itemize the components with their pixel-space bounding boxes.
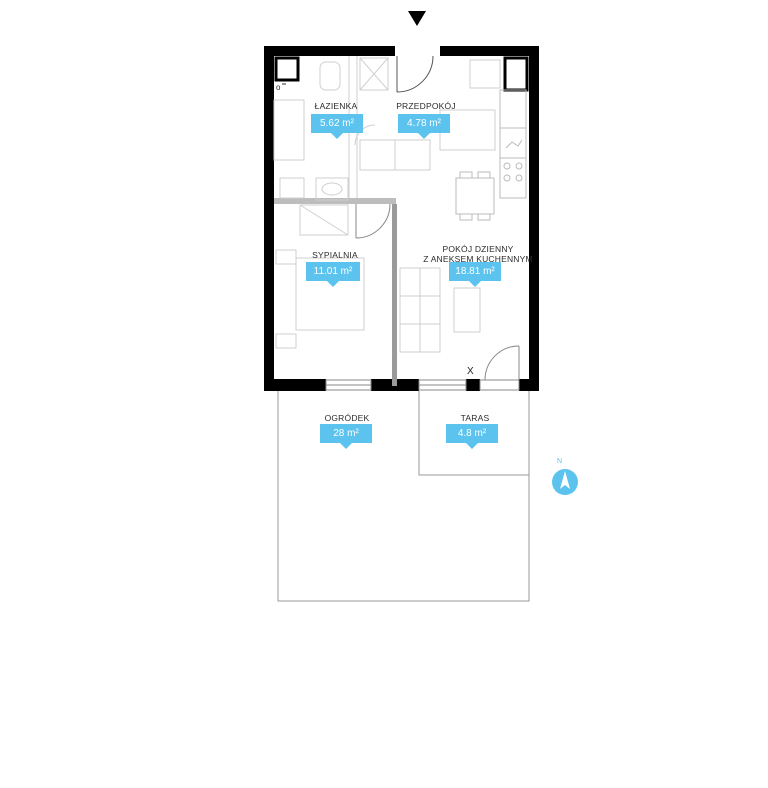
x-marker: X xyxy=(467,366,474,377)
compass-north-label: N xyxy=(557,458,563,465)
room-name-ogrodek: OGRÓDEK xyxy=(324,413,370,423)
svg-text:o: o xyxy=(276,83,281,92)
room-name-taras: TARAS xyxy=(460,413,490,423)
dining-table xyxy=(455,171,495,221)
terrace-door xyxy=(484,345,520,381)
sofa xyxy=(399,267,441,353)
room-name-przedpokoj: PRZEDPOKÓJ xyxy=(396,101,456,111)
room-area-ogrodek: 28 m² xyxy=(320,424,372,449)
exterior-walls xyxy=(264,46,539,391)
bedroom-wardrobe xyxy=(299,204,349,236)
bed xyxy=(275,249,365,349)
bedroom-door xyxy=(355,203,391,239)
room-name-lazienka: ŁAZIENKA xyxy=(314,101,358,111)
room-name-pokoj-line2: Z ANEKSEM KUCHENNYM xyxy=(423,254,533,264)
entrance-door xyxy=(396,55,434,93)
room-area-przedpokoj: 4.78 m² xyxy=(398,114,450,139)
shafts xyxy=(274,56,529,92)
room-area-sypialnia: 11.01 m² xyxy=(306,262,360,287)
entrance-arrow-icon xyxy=(408,11,426,26)
room-area-taras: 4.8 m² xyxy=(446,424,498,449)
room-name-pokoj-line1: POKÓJ DZIENNY xyxy=(442,244,514,254)
room-area-lazienka: 5.62 m² xyxy=(311,114,363,139)
windows xyxy=(325,379,520,391)
kitchen-counter xyxy=(499,89,527,199)
coffee-table xyxy=(453,287,481,333)
hall-fixtures xyxy=(273,59,501,171)
outdoor-areas xyxy=(277,391,530,602)
room-area-pokoj: 18.81 m² xyxy=(449,262,501,287)
compass-icon xyxy=(552,469,578,495)
room-name-sypialnia: SYPIALNIA xyxy=(312,250,358,260)
